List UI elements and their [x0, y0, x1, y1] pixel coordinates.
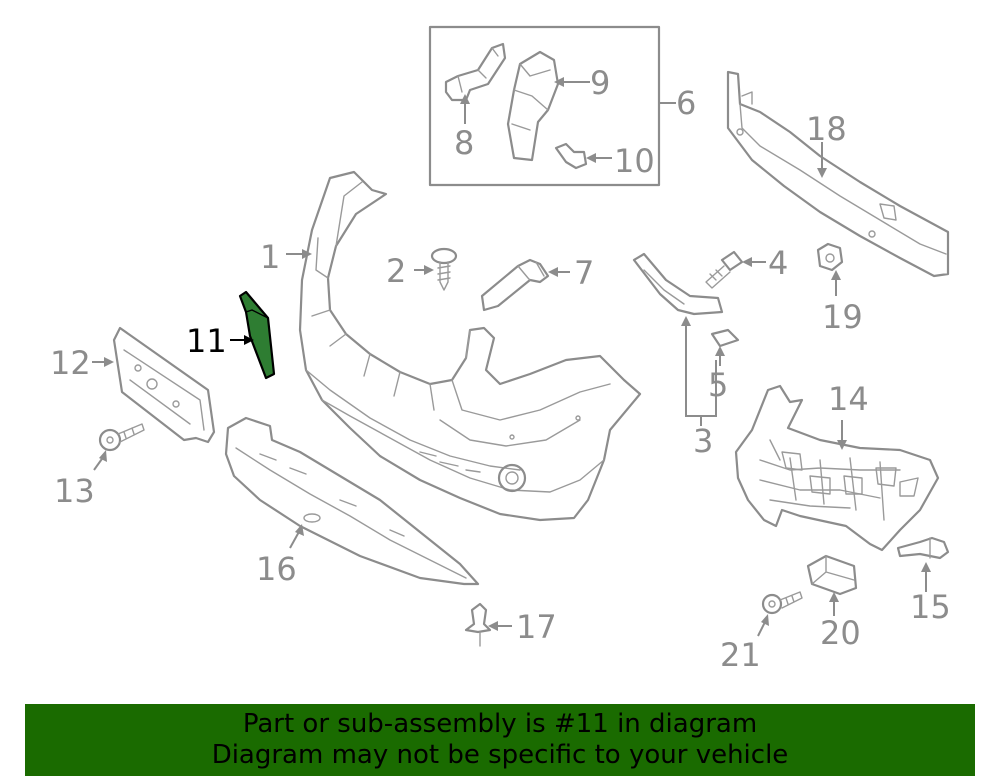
label-9: 9 — [590, 64, 610, 102]
label-5: 5 — [708, 366, 728, 404]
part-2-screw[interactable] — [414, 247, 458, 291]
part-16-lower-cover[interactable] — [224, 416, 480, 586]
part-8-bracket[interactable] — [444, 42, 507, 124]
part-9-bracket[interactable] — [506, 50, 590, 162]
banner-line-1: Part or sub-assembly is #11 in diagram — [242, 709, 758, 739]
part-7-bracket[interactable] — [480, 258, 570, 312]
part-21-screw[interactable] — [757, 591, 803, 637]
label-8: 8 — [454, 124, 474, 162]
part-1-bumper-cover[interactable] — [286, 170, 642, 522]
label-20: 20 — [820, 614, 861, 652]
part-4-bolt[interactable] — [705, 250, 766, 289]
part-10-clip[interactable] — [554, 142, 612, 170]
part-15-pin[interactable] — [896, 536, 950, 592]
label-21: 21 — [720, 636, 761, 674]
part-12-license-bracket[interactable] — [92, 326, 216, 444]
label-4: 4 — [768, 244, 788, 282]
part-13-screw[interactable] — [93, 423, 145, 471]
part-11-highlighted[interactable] — [230, 290, 276, 380]
label-2: 2 — [386, 252, 406, 290]
part-14-absorber[interactable] — [734, 384, 940, 552]
part-5-clip[interactable] — [710, 328, 740, 366]
label-15: 15 — [910, 588, 951, 626]
label-16: 16 — [256, 550, 297, 588]
label-13: 13 — [54, 472, 95, 510]
label-10: 10 — [614, 142, 655, 180]
label-11: 11 — [186, 322, 227, 360]
label-18: 18 — [806, 110, 847, 148]
sub-assembly-box-6[interactable] — [428, 25, 676, 187]
part-18-reinforcement[interactable] — [726, 70, 950, 278]
label-6: 6 — [676, 84, 696, 122]
label-7: 7 — [574, 254, 594, 292]
info-banner: Part or sub-assembly is #11 in diagram D… — [25, 704, 975, 776]
part-19-nut[interactable] — [816, 242, 844, 296]
label-3: 3 — [693, 422, 713, 460]
label-14: 14 — [828, 380, 869, 418]
part-3-bracket[interactable] — [632, 252, 724, 426]
label-17: 17 — [516, 608, 557, 646]
part-20-block[interactable] — [806, 554, 858, 616]
label-1: 1 — [260, 238, 280, 276]
label-12: 12 — [50, 344, 91, 382]
part-17-clip[interactable] — [464, 602, 512, 647]
banner-line-2: Diagram may not be specific to your vehi… — [211, 740, 789, 770]
label-19: 19 — [822, 298, 863, 336]
